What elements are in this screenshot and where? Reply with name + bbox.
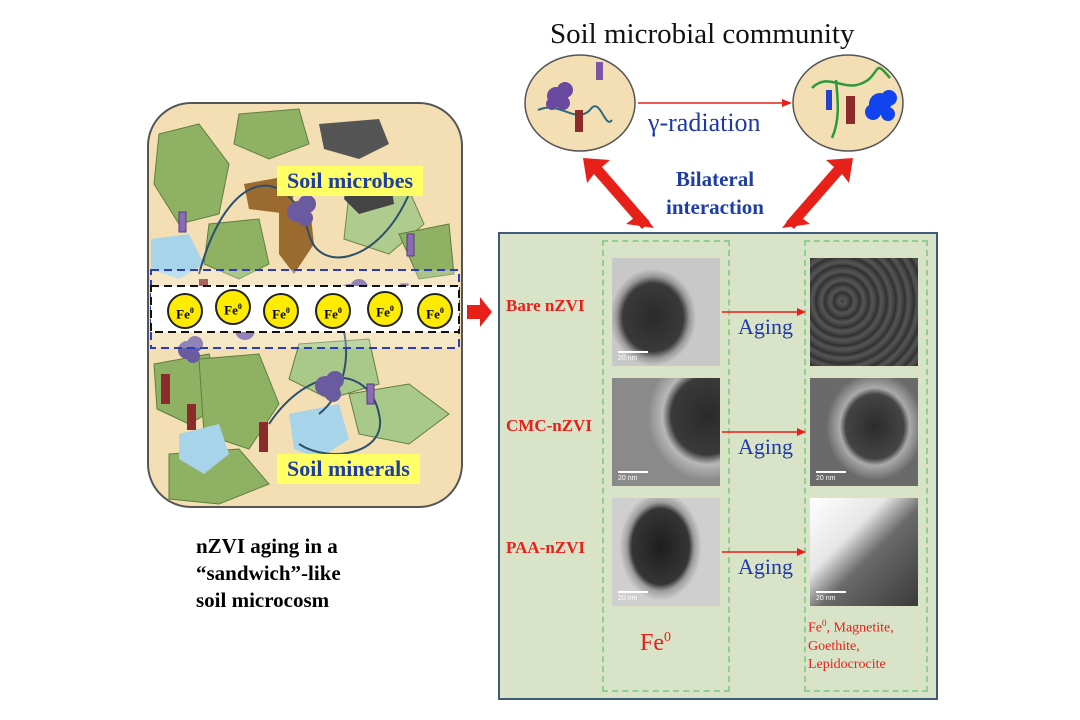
fe-text: Fe [808, 620, 822, 636]
fe-sup: 0 [439, 306, 444, 315]
scale-label: 20 nm [816, 595, 836, 602]
fe-sup: 0 [237, 302, 242, 311]
soil-microbes-label: Soil microbes [277, 166, 424, 196]
scale-label: 20 nm [618, 355, 638, 362]
fe-particle: Fe0 [367, 291, 403, 327]
aging-label-2: Aging [738, 434, 793, 459]
aged-phase-label: Fe0, Magnetite, Goethite, Lepidocrocite [808, 614, 926, 674]
fe-particle: Fe0 [315, 293, 351, 329]
soil-microcosm: Fe0 Fe0 Fe0 Fe0 Fe0 Fe0 Soil microbes So… [147, 102, 463, 508]
fe-particle: Fe0 [215, 289, 251, 325]
phase-list-3: Lepidocrocite [808, 656, 886, 672]
aging-label-3: Aging [738, 554, 793, 579]
aging-arrows [722, 308, 806, 556]
tem-paa-aged: 20 nm [810, 498, 918, 606]
fe-particle-row: Fe0 Fe0 Fe0 Fe0 Fe0 Fe0 [163, 289, 459, 329]
fe-text: Fe [324, 306, 338, 322]
fe-sup: 0 [389, 304, 394, 313]
fresh-column-frame [602, 240, 730, 692]
fe-sup: 0 [822, 618, 827, 628]
scale-label: 20 nm [618, 595, 638, 602]
sample-label-cmc: CMC-nZVI [506, 416, 592, 435]
caption-line-1: nZVI aging in a [196, 534, 338, 558]
microcosm-to-panel-arrow [467, 297, 492, 327]
bilateral-arrow-left [583, 158, 654, 229]
fresh-phase-label: Fe0 [640, 630, 671, 657]
tem-paa-fresh: 20 nm [612, 498, 720, 606]
sample-label-paa: PAA-nZVI [506, 538, 586, 557]
caption-line-2: “sandwich”-like [196, 561, 341, 585]
scale-label: 20 nm [816, 475, 836, 482]
scale-label: 20 nm [618, 475, 638, 482]
fe-text: Fe [376, 304, 390, 320]
diagram-title: Soil microbial community [550, 18, 855, 50]
fe-text: Fe [640, 630, 664, 656]
fe-text: Fe [224, 302, 238, 318]
caption-line-3: soil microcosm [196, 588, 330, 612]
fe-text: Fe [426, 306, 440, 322]
fe-sup: 0 [285, 306, 290, 315]
fe-particle: Fe0 [167, 293, 203, 329]
fe-text: Fe [272, 306, 286, 322]
fe-particle: Fe0 [263, 293, 299, 329]
aged-column-frame [804, 240, 928, 692]
phase-list-2: Goethite, [808, 638, 860, 654]
tem-bare-fresh: 20 nm [612, 258, 720, 366]
bilateral-line-2: interaction [666, 195, 764, 219]
fe-sup: 0 [664, 630, 671, 645]
gamma-radiation-label: γ-radiation [648, 108, 761, 137]
soil-minerals-label: Soil minerals [277, 454, 420, 484]
fe-particle: Fe0 [417, 293, 453, 329]
fe-text: Fe [176, 306, 190, 322]
bilateral-interaction-label: Bilateral interaction [640, 165, 790, 221]
microcosm-art [150, 108, 460, 505]
community-circle-before [524, 54, 636, 152]
fe-sup: 0 [189, 306, 194, 315]
microcosm-caption: nZVI aging in a “sandwich”-like soil mic… [196, 533, 341, 614]
sample-label-bare: Bare nZVI [506, 296, 585, 315]
aging-panel: Bare nZVI 20 nm CMC-nZVI 20 nm 20 nm PAA… [498, 232, 938, 700]
fe-sup: 0 [337, 306, 342, 315]
bilateral-arrow-right [782, 158, 853, 229]
community-circle-after [792, 54, 904, 152]
bilateral-line-1: Bilateral [675, 167, 755, 191]
aging-label-1: Aging [738, 314, 793, 339]
phase-list-1: , Magnetite, [826, 620, 894, 636]
tem-bare-aged [810, 258, 918, 366]
tem-cmc-aged: 20 nm [810, 378, 918, 486]
tem-cmc-fresh: 20 nm [612, 378, 720, 486]
